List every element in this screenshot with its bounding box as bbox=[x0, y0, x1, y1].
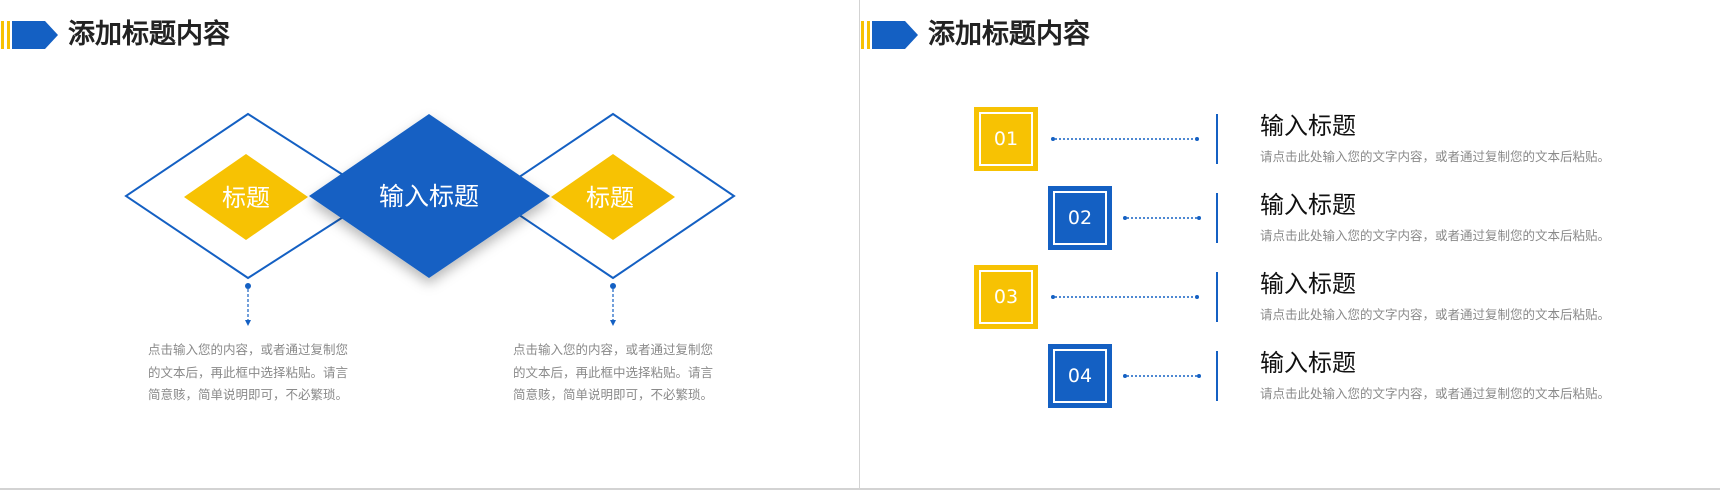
row-divider-line bbox=[1216, 351, 1218, 401]
center-diamond-label[interactable]: 输入标题 bbox=[379, 182, 479, 211]
row-divider-line bbox=[1216, 193, 1218, 243]
page-title[interactable]: 添加标题内容 bbox=[928, 19, 1090, 50]
number-label[interactable]: 01 bbox=[979, 112, 1033, 166]
header-accent-bar bbox=[861, 21, 864, 49]
dotted-connector bbox=[1051, 295, 1199, 299]
right-description[interactable]: 点击输入您的内容，或者通过复制您的文本后，再此框中选择粘贴。请言简意赅，简单说明… bbox=[513, 342, 714, 402]
header-accent-bar bbox=[1, 21, 4, 49]
row-title[interactable]: 输入标题 bbox=[1260, 270, 1356, 298]
right-connector-dot bbox=[610, 283, 616, 289]
left-connector-dot bbox=[245, 283, 251, 289]
row-title[interactable]: 输入标题 bbox=[1260, 191, 1356, 219]
bottom-border bbox=[0, 488, 1720, 490]
header: 添加标题内容 bbox=[860, 18, 1260, 52]
left-outline-diamond bbox=[124, 112, 378, 280]
right-connector-arrowhead bbox=[610, 320, 616, 326]
row-description[interactable]: 请点击此处输入您的文字内容，或者通过复制您的文本后粘贴。 bbox=[1260, 228, 1611, 243]
diamond-diagram: 输入标题 标题 标题 bbox=[124, 112, 736, 326]
number-label[interactable]: 03 bbox=[979, 270, 1033, 324]
right-yellow-diamond bbox=[551, 154, 675, 240]
center-blue-diamond bbox=[309, 114, 550, 278]
number-box-02: 02 bbox=[1048, 186, 1112, 250]
row-description[interactable]: 请点击此处输入您的文字内容，或者通过复制您的文本后粘贴。 bbox=[1260, 386, 1611, 401]
dotted-connector bbox=[1051, 137, 1199, 141]
dotted-connector bbox=[1123, 216, 1201, 220]
header-accent-bar bbox=[7, 21, 10, 49]
dotted-connector bbox=[1123, 374, 1201, 378]
number-box-03: 03 bbox=[974, 265, 1038, 329]
row-description[interactable]: 请点击此处输入您的文字内容，或者通过复制您的文本后粘贴。 bbox=[1260, 149, 1611, 164]
row-divider-line bbox=[1216, 272, 1218, 322]
row-title[interactable]: 输入标题 bbox=[1260, 349, 1356, 377]
right-outline-diamond bbox=[489, 112, 736, 280]
row-description[interactable]: 请点击此处输入您的文字内容，或者通过复制您的文本后粘贴。 bbox=[1260, 307, 1611, 322]
left-yellow-diamond bbox=[184, 154, 308, 240]
page-title[interactable]: 添加标题内容 bbox=[68, 19, 230, 50]
number-box-04: 04 bbox=[1048, 344, 1112, 408]
left-diamond-label[interactable]: 标题 bbox=[222, 184, 270, 212]
header-accent-bar bbox=[867, 21, 870, 49]
row-title[interactable]: 输入标题 bbox=[1260, 112, 1356, 140]
left-connector-arrowhead bbox=[245, 320, 251, 326]
number-label[interactable]: 04 bbox=[1053, 349, 1107, 403]
number-box-01: 01 bbox=[974, 107, 1038, 171]
slide-divider bbox=[859, 0, 860, 490]
row-divider-line bbox=[1216, 114, 1218, 164]
slide-right: 添加标题内容 01 输入标题 请点击此处输入您的文字内容，或者通过复制您的文本后… bbox=[860, 0, 1719, 488]
number-label[interactable]: 02 bbox=[1053, 191, 1107, 245]
header-arrow-icon bbox=[872, 21, 918, 49]
header: 添加标题内容 bbox=[0, 18, 400, 52]
header-arrow-icon bbox=[12, 21, 58, 49]
slide-left: 添加标题内容 输入标题 标题 标题 点击输入您的内容，或者通过复制您的文本后，再… bbox=[0, 0, 859, 488]
left-description[interactable]: 点击输入您的内容，或者通过复制您的文本后，再此框中选择粘贴。请言简意赅，简单说明… bbox=[148, 342, 349, 402]
right-diamond-label[interactable]: 标题 bbox=[586, 184, 634, 212]
